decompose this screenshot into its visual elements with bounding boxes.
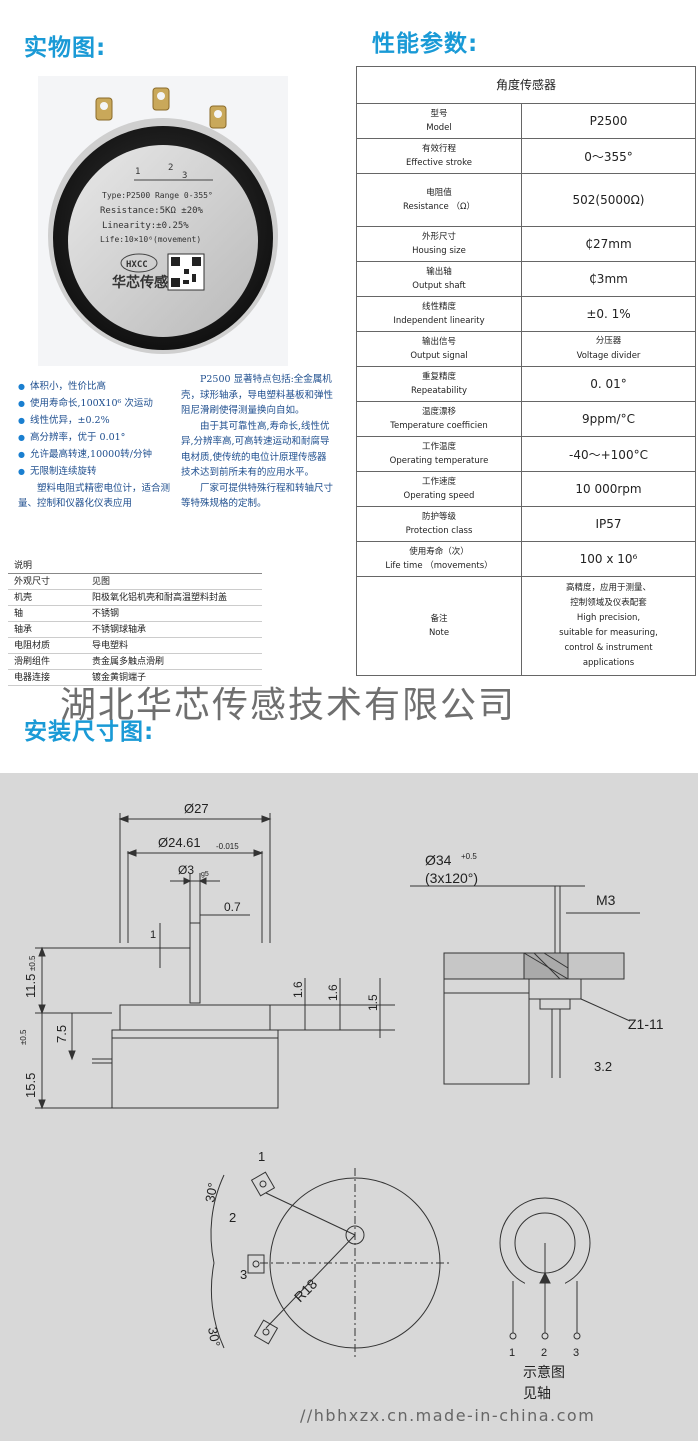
dim-1-6-b: 1.6 xyxy=(326,984,340,1001)
dim-d27: Ø27 xyxy=(184,801,209,816)
dim-1: 1 xyxy=(150,929,156,941)
spec-title: 角度传感器 xyxy=(357,67,695,104)
dim-h115-tol: ±0.5 xyxy=(28,955,37,971)
label-line-1: Type:P2500 Range 0-355° xyxy=(102,191,213,200)
feature-item: 体积小，性价比高 xyxy=(18,378,188,395)
dim-3-2: 3.2 xyxy=(594,1059,612,1074)
dim-d34: Ø34 xyxy=(425,852,452,868)
installation-drawing: Ø27 Ø24.61 -0.015 Ø3 g5 0.7 1 xyxy=(0,773,698,1441)
feature-item: 使用寿命长,100X10⁶ 次运动 xyxy=(18,395,188,412)
dim-d34-tol: +0.5 xyxy=(461,852,477,861)
table-row: 滑刷组件贵金属多触点滑刷 xyxy=(8,654,262,670)
intro-text: P2500 显著特点包括:全金属机壳，球形轴承，导电塑料基板和弹性阻尼滑刷使得测… xyxy=(181,372,336,512)
front-pin-1: 1 xyxy=(258,1149,265,1164)
feature-item: 允许最高转速,10000转/分钟 xyxy=(18,446,188,463)
product-photo: 1 2 3 Type:P2500 Range 0-355° Resistance… xyxy=(38,76,288,366)
table-row: 机壳阳极氧化铝机壳和耐高温塑料封盖 xyxy=(8,590,262,606)
angle-30-bottom: 30° xyxy=(205,1326,223,1348)
intro-paragraph-1: P2500 显著特点包括:全金属机壳，球形轴承，导电塑料基板和弹性阻尼滑刷使得测… xyxy=(181,374,334,416)
schem-caption-2: 见轴 xyxy=(523,1385,551,1401)
label-pin-3: 3 xyxy=(182,171,187,181)
schematic-view: 1 2 3 示意图 见轴 xyxy=(499,1197,591,1401)
dim-1-5: 1.5 xyxy=(366,994,380,1011)
front-view: 1 2 3 30° 30° R18 xyxy=(202,1149,450,1358)
front-pin-3: 3 xyxy=(240,1267,247,1282)
side-view: Ø27 Ø24.61 -0.015 Ø3 g5 0.7 1 xyxy=(19,801,395,1110)
dim-d2461: Ø24.61 xyxy=(158,835,201,850)
materials-header: 说明 xyxy=(8,558,262,574)
feature-item: 无限制连续旋转 xyxy=(18,463,188,480)
brand-text: 华芯传感 xyxy=(112,274,168,291)
dim-1-6-a: 1.6 xyxy=(291,981,305,998)
label-pin-2: 2 xyxy=(168,163,173,173)
feature-item: 高分辨率，优于 0.01° xyxy=(18,429,188,446)
dim-r18: R18 xyxy=(291,1275,321,1305)
dim-d2461-tol: -0.015 xyxy=(216,842,239,851)
dim-0-7: 0.7 xyxy=(224,900,241,914)
install-heading: 安装尺寸图: xyxy=(24,719,155,745)
schem-pin-3: 3 xyxy=(573,1347,579,1359)
table-row: 电器连接镀金黄铜端子 xyxy=(8,670,262,686)
qr-code xyxy=(167,253,205,291)
feature-item: 线性优异，±0.2% xyxy=(18,412,188,429)
table-row: 电阻材质导电塑料 xyxy=(8,638,262,654)
table-row: 外观尺寸见图 xyxy=(8,574,262,590)
dim-m3: M3 xyxy=(596,892,616,908)
features-summary: 塑料电阻式精密电位计，适合测量、控制和仪器化仪表应用 xyxy=(18,483,171,509)
dim-h75: 7.5 xyxy=(54,1025,69,1043)
company-watermark: 湖北华芯传感技术有限公司 xyxy=(60,685,517,726)
mounting-view: Ø34 +0.5 (3x120°) M3 Z1-11 3.2 xyxy=(410,852,664,1085)
table-row: 轴承不锈钢球轴承 xyxy=(8,622,262,638)
label-line-2: Resistance:5KΩ ±20% xyxy=(100,206,204,216)
dim-d3-tol: g5 xyxy=(201,871,209,878)
brand-logo: HXCC xyxy=(126,260,148,270)
dim-z1-11: Z1-11 xyxy=(628,1016,664,1032)
schem-pin-1: 1 xyxy=(509,1347,515,1359)
dim-h155: 15.5 xyxy=(23,1073,38,1098)
intro-paragraph-2: 由于其可靠性高,寿命长,线性优异,分辨率高,可高转速运动和耐腐导电材质,使传统的… xyxy=(181,420,330,479)
schem-pin-2: 2 xyxy=(541,1347,547,1359)
photo-heading: 实物图: xyxy=(24,35,107,61)
materials-table: 说明 外观尺寸见图 机壳阳极氧化铝机壳和耐高温塑料封盖 轴不锈钢 轴承不锈钢球轴… xyxy=(8,558,262,686)
dim-d3: Ø3 xyxy=(178,863,194,877)
table-row: 轴不锈钢 xyxy=(8,606,262,622)
features-list: 体积小，性价比高 使用寿命长,100X10⁶ 次运动 线性优异，±0.2% 高分… xyxy=(18,378,188,511)
label-line-4: Life:10×10⁶(movement) xyxy=(100,235,201,244)
dim-3x120: (3x120°) xyxy=(425,870,478,886)
table-row: 使用寿命（次）Life time （movements）100 x 10⁶ xyxy=(357,542,695,577)
dim-h155-tol: ±0.5 xyxy=(19,1029,28,1045)
label-line-3: Linearity:±0.25% xyxy=(102,221,189,231)
angle-30-top: 30° xyxy=(202,1182,220,1204)
front-pin-2: 2 xyxy=(229,1210,236,1225)
site-url-watermark: //hbhxzx.cn.made-in-china.com xyxy=(300,1406,596,1425)
intro-paragraph-3: 厂家可提供特殊行程和转轴尺寸等特殊规格的定制。 xyxy=(181,482,334,510)
dim-h115: 11.5 xyxy=(23,974,38,998)
schem-caption-1: 示意图 xyxy=(523,1364,565,1380)
params-heading: 性能参数: xyxy=(372,31,479,57)
label-pin-1: 1 xyxy=(135,167,140,177)
